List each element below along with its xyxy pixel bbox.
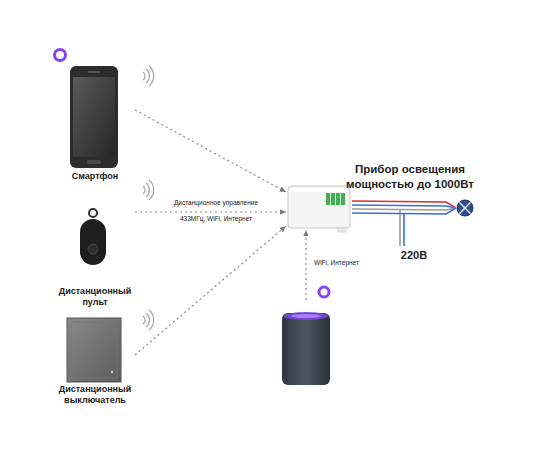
voltage-label: 220В: [396, 249, 432, 262]
mains-wire: [399, 209, 401, 246]
icon-space: [55, 62, 135, 171]
dotted-arrow: [135, 110, 286, 192]
wire: [352, 205, 456, 208]
lamp-symbol: [457, 200, 473, 216]
smart-speaker-icon: [282, 312, 330, 385]
mains-wire: [403, 213, 405, 246]
icon-space: [55, 205, 135, 286]
assistant-logo: [319, 287, 329, 297]
channel-label: Дистанционное управление: [160, 199, 272, 206]
icon-space: [55, 316, 135, 384]
channel-label: 433МГц, WiFi, Интернет: [160, 215, 272, 222]
wire: [352, 208, 456, 210]
device-caption: Дистанционный выключатель: [55, 384, 135, 406]
dotted-arrow: [135, 226, 286, 355]
smartphone-node: Смартфон: [55, 62, 135, 182]
dotted-arrow: [305, 230, 306, 300]
control-link: [135, 212, 286, 213]
wire: [352, 201, 456, 208]
assistant-logo: [55, 50, 66, 61]
control-link: [135, 110, 286, 192]
control-link: [306, 230, 307, 300]
wifi-signal: [143, 180, 154, 200]
speaker-node: [278, 300, 334, 386]
dotted-arrow: [135, 211, 286, 212]
device-title: Прибор освещения мощностью до 1000Вт: [344, 162, 476, 191]
smartphone-icon: [70, 66, 118, 168]
wall-switch-node: Дистанционный выключатель: [55, 316, 135, 406]
device-caption: Дистанционный пульт: [55, 286, 135, 308]
lamp-node: Прибор освещения мощностью до 1000Вт: [456, 199, 474, 217]
link-label: WiFi, Интернет: [313, 259, 360, 266]
relay-node: [286, 184, 352, 230]
wifi-signal: [143, 310, 154, 330]
power-wires: [352, 201, 456, 214]
wall-switch-icon: [67, 318, 121, 382]
remote-fob-icon: [80, 209, 106, 265]
wifi-signal: [143, 66, 154, 86]
remote-node: Дистанционный пульт: [55, 205, 135, 308]
control-link: [135, 226, 286, 355]
device-caption: Смартфон: [55, 171, 135, 182]
relay-module: [288, 186, 350, 232]
wire: [352, 208, 456, 214]
